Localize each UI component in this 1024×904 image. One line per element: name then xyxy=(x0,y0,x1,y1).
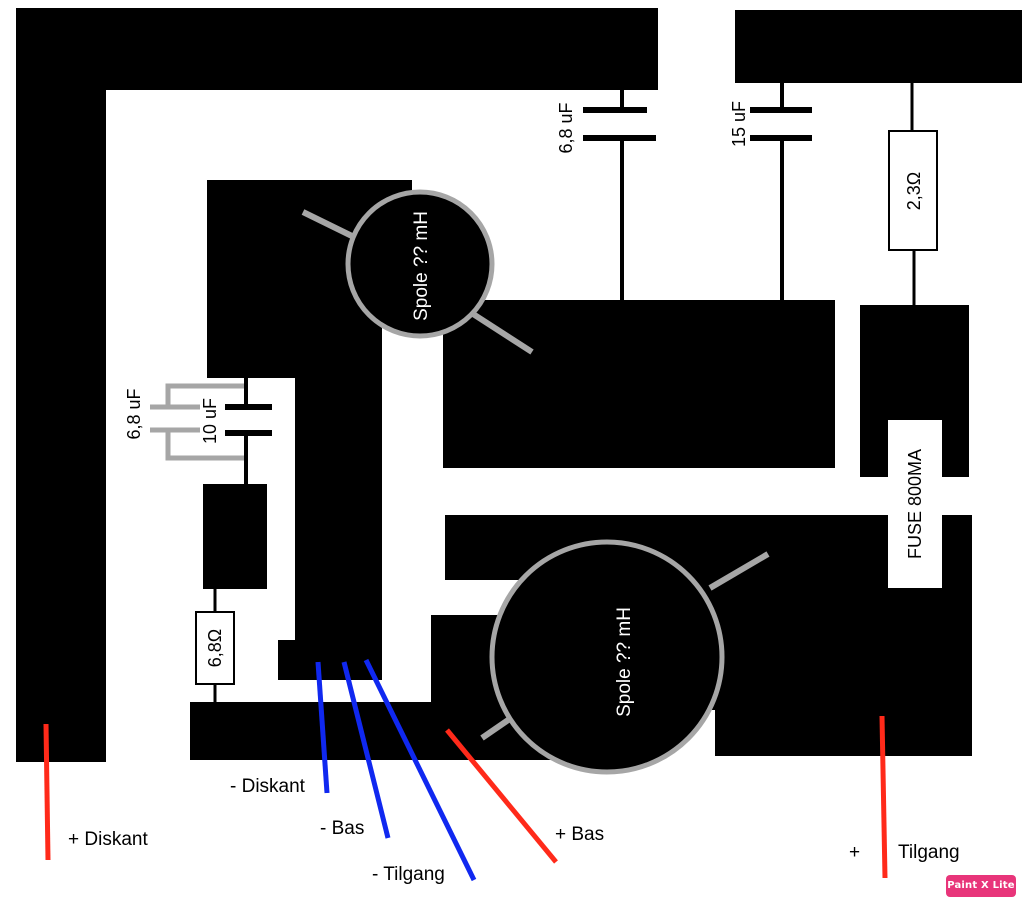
label-tilgang: Tilgang xyxy=(898,842,960,863)
resistor-label: 6,8Ω xyxy=(205,629,225,667)
wire-minus-diskant xyxy=(315,661,330,794)
label-plus-diskant: + Diskant xyxy=(68,829,148,850)
label-minus-diskant: - Diskant xyxy=(230,776,306,797)
label-plus-sign: + xyxy=(849,842,860,863)
label-minus-tilgang: - Tilgang xyxy=(372,864,445,885)
wire-minus-tilgang xyxy=(363,658,477,882)
wire-plus-diskant xyxy=(43,723,51,861)
wire-plus-tilgang xyxy=(879,715,888,879)
label-minus-bas: - Bas xyxy=(320,818,364,839)
trace-plus-diskant-l xyxy=(16,8,658,762)
resistor-2-3-ohm: 2,3Ω xyxy=(888,82,938,306)
wire-minus-bas xyxy=(341,661,391,839)
watermark-badge: Paint X Lite xyxy=(946,875,1016,897)
trace-top-right xyxy=(735,10,1022,83)
capacitor-label: 6,8 uF xyxy=(124,388,144,439)
capacitor-6-8uF-top: 6,8 uF xyxy=(556,88,656,302)
trace-small-block xyxy=(203,484,267,589)
resistor-label: 2,3Ω xyxy=(904,172,924,210)
capacitor-10uF-left: 10 uF xyxy=(200,378,272,486)
wires xyxy=(43,658,888,882)
capacitor-label: 15 uF xyxy=(729,101,749,147)
resistor-6-8-ohm: 6,8Ω xyxy=(195,589,235,704)
label-plus-bas: + Bas xyxy=(555,824,604,845)
capacitor-label: 10 uF xyxy=(200,398,220,444)
trace-mid-block xyxy=(443,300,835,468)
coil-upper: Spole ?? mH xyxy=(301,189,534,355)
coil-lower: Spole ?? mH xyxy=(480,539,770,775)
fuse-label: FUSE 800MA xyxy=(905,449,925,559)
wire-plus-bas xyxy=(445,728,558,864)
coil-label: Spole ?? mH xyxy=(411,211,432,321)
capacitor-6-8uF-gray: 6,8 uF xyxy=(124,383,244,461)
capacitor-label: 6,8 uF xyxy=(556,102,576,153)
fuse-800ma: FUSE 800MA xyxy=(888,420,942,588)
capacitor-15uF-top: 15 uF xyxy=(729,82,812,302)
coil-label: Spole ?? mH xyxy=(614,607,635,717)
